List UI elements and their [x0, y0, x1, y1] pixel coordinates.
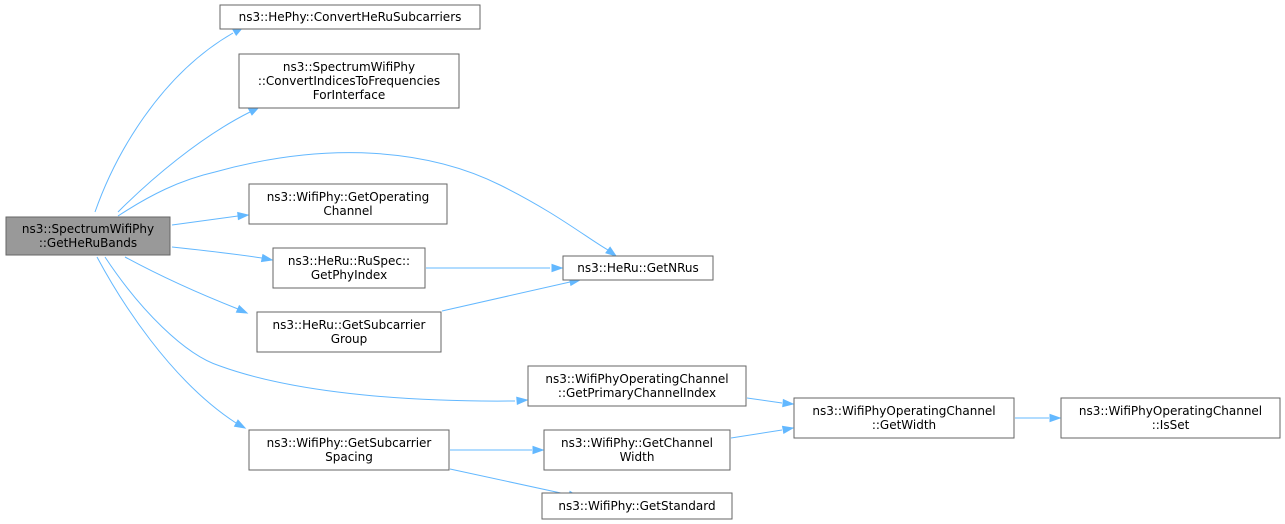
- node-label-line: ns3::SpectrumWifiPhy: [22, 222, 154, 236]
- node-convert-he-ru-subcarriers[interactable]: ns3::HePhy::ConvertHeRuSubcarriers: [219, 4, 481, 30]
- arrowhead-icon: [781, 425, 795, 435]
- edge-line: [124, 256, 239, 310]
- node-label-line: ns3::WifiPhyOperatingChannel: [1079, 404, 1262, 418]
- node-label-line: ns3::WifiPhy::GetChannel: [561, 436, 713, 450]
- edge-line: [449, 468, 571, 496]
- edge-root-to-get-n-rus: [117, 152, 618, 257]
- node-box: [256, 311, 442, 353]
- node-box: [219, 4, 481, 30]
- edge-get-channel-width-to-get-width: [730, 425, 795, 439]
- node-box: [562, 255, 714, 281]
- node-label-line: GetPhyIndex: [311, 268, 387, 282]
- node-box: [527, 365, 747, 407]
- node-label-line: ::IsSet: [1152, 418, 1190, 432]
- edge-get-subcarrier-group-to-get-n-rus: [441, 277, 582, 312]
- edge-root-to-get-subcarrier-group: [124, 256, 249, 314]
- edge-get-width-to-is-set: [1015, 413, 1062, 423]
- node-label-line: ns3::HeRu::GetNRus: [577, 261, 699, 275]
- node-label-line: Spacing: [325, 450, 373, 464]
- node-label-line: ::GetHeRuBands: [39, 236, 137, 250]
- edge-get-primary-channel-index-to-get-width: [746, 397, 795, 408]
- edge-line: [441, 281, 571, 312]
- node-box: [248, 183, 448, 225]
- arrowhead-icon: [605, 246, 618, 257]
- node-label-line: Width: [620, 450, 655, 464]
- nodes-layer: ns3::SpectrumWifiPhy::GetHeRuBandsns3::H…: [5, 4, 1281, 520]
- edge-line: [117, 111, 251, 213]
- node-box: [5, 216, 171, 256]
- node-convert-indices-to-frequencies[interactable]: ns3::SpectrumWifiPhy::ConvertIndicesToFr…: [238, 53, 460, 109]
- arrowhead-icon: [551, 263, 564, 273]
- node-box: [793, 397, 1015, 439]
- node-get-width[interactable]: ns3::WifiPhyOperatingChannel::GetWidth: [793, 397, 1015, 439]
- edge-line: [94, 32, 234, 213]
- node-label-line: Group: [331, 332, 368, 346]
- node-get-primary-channel-index[interactable]: ns3::WifiPhyOperatingChannel::GetPrimary…: [527, 365, 747, 407]
- node-label-line: ns3::WifiPhy::GetOperating: [267, 190, 430, 204]
- edge-root-to-convert-he-ru-subcarriers: [94, 26, 245, 213]
- edge-line: [96, 256, 237, 424]
- node-get-standard[interactable]: ns3::WifiPhy::GetStandard: [541, 492, 733, 520]
- node-box: [543, 429, 731, 471]
- node-root[interactable]: ns3::SpectrumWifiPhy::GetHeRuBands: [5, 216, 171, 256]
- edge-line: [104, 256, 516, 402]
- node-label-line: ns3::WifiPhyOperatingChannel: [545, 372, 728, 386]
- node-label-line: ns3::WifiPhy::GetSubcarrier: [267, 436, 432, 450]
- arrowhead-icon: [260, 253, 274, 263]
- edge-line: [117, 152, 609, 251]
- node-label-line: ::ConvertIndicesToFrequencies: [258, 74, 440, 88]
- node-label-line: ns3::SpectrumWifiPhy: [283, 60, 415, 74]
- arrowhead-icon: [532, 445, 545, 455]
- node-is-set[interactable]: ns3::WifiPhyOperatingChannel::IsSet: [1060, 397, 1281, 439]
- node-label-line: ns3::WifiPhy::GetStandard: [558, 499, 715, 513]
- arrowhead-icon: [235, 304, 249, 314]
- arrowhead-icon: [782, 398, 795, 408]
- node-label-line: ns3::HeRu::GetSubcarrier: [273, 318, 426, 332]
- node-label-line: ::GetPrimaryChannelIndex: [558, 386, 716, 400]
- edge-root-to-get-operating-channel: [171, 211, 250, 226]
- edge-line: [171, 246, 263, 259]
- node-label-line: ns3::WifiPhyOperatingChannel: [812, 404, 995, 418]
- edge-line: [730, 429, 783, 439]
- node-get-phy-index[interactable]: ns3::HeRu::RuSpec::GetPhyIndex: [272, 247, 426, 289]
- node-box: [1060, 397, 1281, 439]
- node-label-line: ::GetWidth: [872, 418, 936, 432]
- arrowhead-icon: [237, 211, 250, 221]
- node-get-n-rus[interactable]: ns3::HeRu::GetNRus: [562, 255, 714, 281]
- edge-root-to-get-phy-index: [171, 246, 274, 263]
- node-label-line: ns3::HeRu::RuSpec::: [288, 254, 410, 268]
- node-label-line: ForInterface: [313, 88, 385, 102]
- edges-layer: [94, 26, 1062, 499]
- node-box: [238, 53, 460, 109]
- node-box: [248, 429, 450, 471]
- edge-root-to-convert-indices-to-frequencies: [117, 106, 261, 213]
- arrowhead-icon: [233, 419, 247, 429]
- arrowhead-icon: [516, 396, 529, 406]
- edge-root-to-get-primary-channel-index: [104, 256, 529, 406]
- node-label-line: ns3::HePhy::ConvertHeRuSubcarriers: [239, 10, 462, 24]
- arrowhead-icon: [1049, 413, 1062, 423]
- edge-get-phy-index-to-get-n-rus: [426, 263, 564, 273]
- edge-line: [746, 397, 783, 404]
- edge-root-to-get-subcarrier-spacing: [96, 256, 247, 429]
- node-label-line: Channel: [323, 204, 372, 218]
- node-box: [541, 492, 733, 520]
- edge-line: [171, 215, 239, 226]
- node-box: [272, 247, 426, 289]
- edge-get-subcarrier-spacing-to-get-channel-width: [450, 445, 545, 455]
